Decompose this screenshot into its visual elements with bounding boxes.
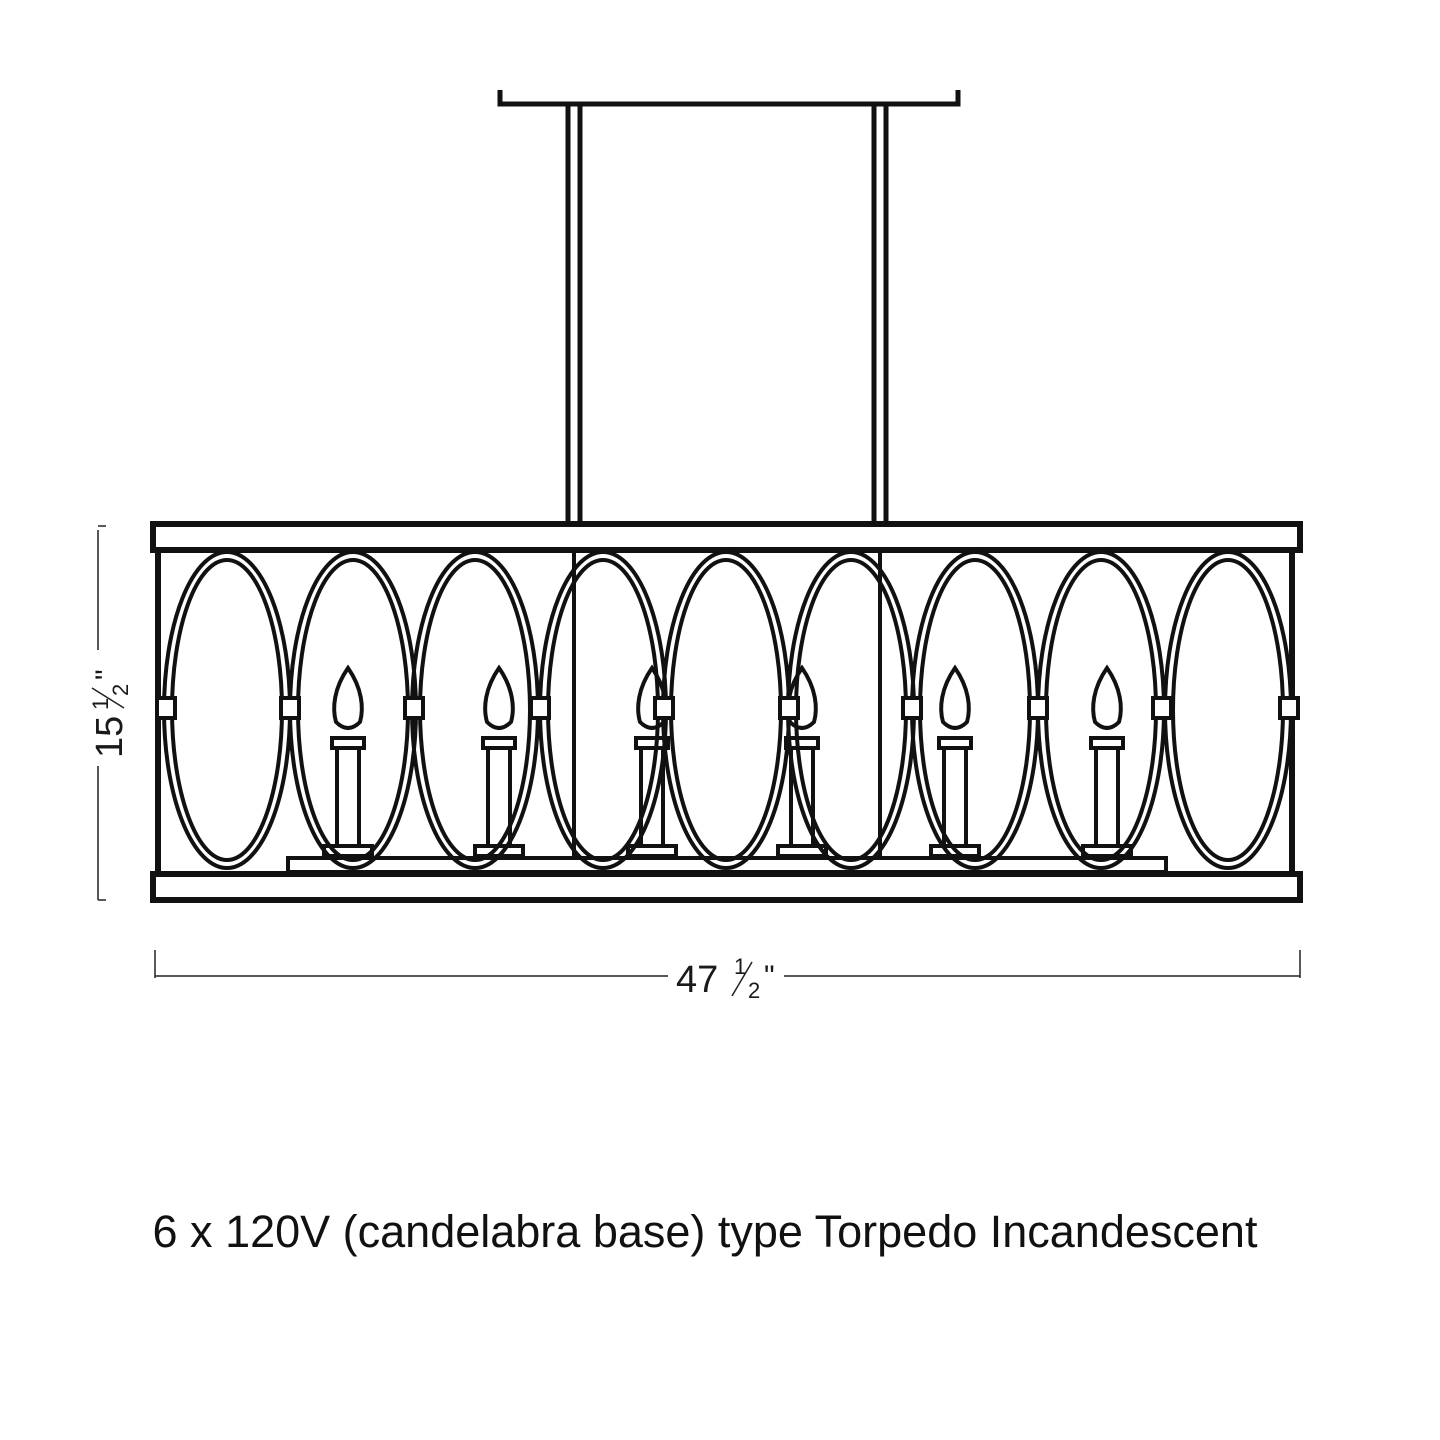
width-numerator: 1 [734, 954, 746, 979]
candle [322, 664, 374, 858]
width-unit: " [764, 960, 775, 993]
ring [786, 550, 916, 870]
ring-clip [1027, 696, 1049, 720]
suspension-rods [565, 101, 889, 527]
height-unit: " [90, 669, 123, 680]
ring-clip [529, 696, 551, 720]
torpedo-bulb [332, 664, 364, 730]
height-dimension: 15 1 2 " [70, 525, 133, 901]
width-whole: 47 [676, 959, 718, 1001]
ceiling-canopy [497, 90, 961, 107]
width-dimension: 47 1 2 " [154, 950, 1301, 1003]
ring [1036, 550, 1166, 870]
ring-clip [1151, 696, 1173, 720]
ring-clip [155, 696, 177, 720]
height-denominator: 2 [108, 684, 133, 696]
ring-clip [1278, 696, 1300, 720]
ring [410, 550, 540, 870]
ring-clip [778, 696, 800, 720]
torpedo-bulb [483, 664, 515, 730]
ring [910, 550, 1040, 870]
ring [538, 550, 668, 870]
ring-clip [901, 696, 923, 720]
torpedo-bulb [939, 664, 971, 730]
bulb-specification-caption: 6 x 120V (candelabra base) type Torpedo … [152, 1206, 1258, 1257]
ring-clip [403, 696, 425, 720]
ring [661, 550, 791, 870]
inner-rods [572, 550, 882, 860]
candle [1081, 664, 1133, 858]
ring [1163, 550, 1293, 870]
ring-clip [653, 696, 675, 720]
height-whole: 15 [89, 716, 131, 758]
height-numerator: 1 [88, 698, 113, 710]
width-denominator: 2 [748, 978, 760, 1003]
ring-clips [155, 696, 1300, 720]
candle [929, 664, 981, 858]
ring [288, 550, 418, 870]
torpedo-bulb [1091, 664, 1123, 730]
ring-clip [279, 696, 301, 720]
ring [162, 550, 292, 870]
